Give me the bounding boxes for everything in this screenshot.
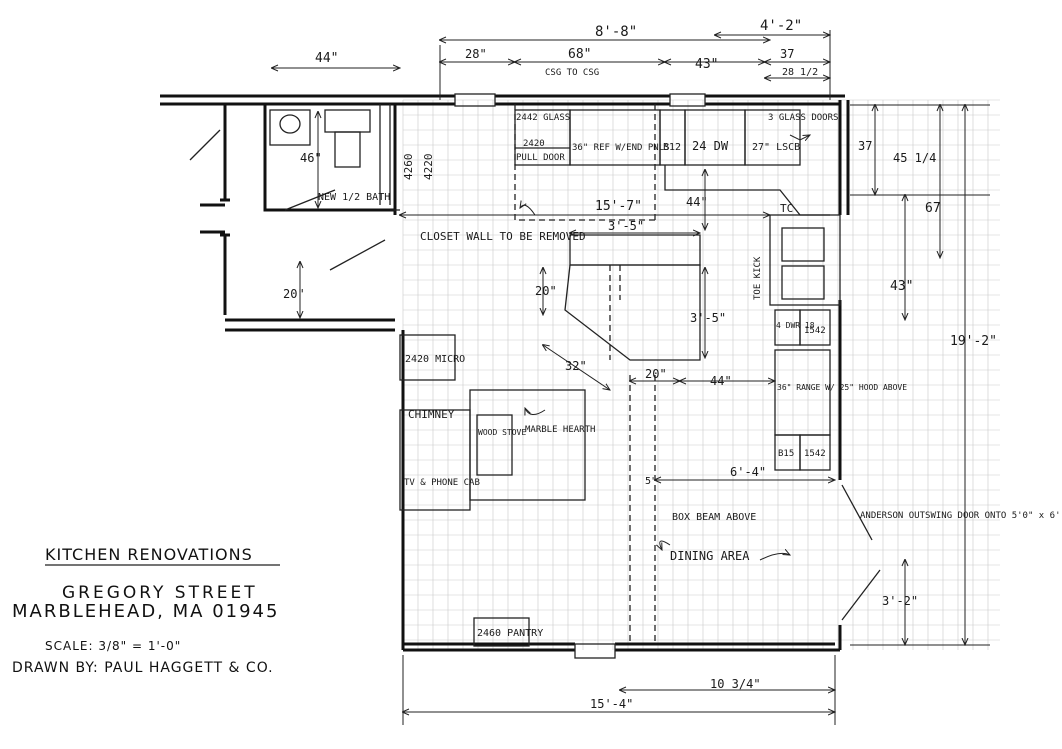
title-block: KITCHEN RENOVATIONS GREGORY STREET MARBL…	[12, 545, 280, 676]
label-1542a: 1542	[804, 326, 826, 336]
label-2420: 2420	[523, 139, 545, 149]
label-b15: B15	[778, 449, 794, 459]
title-name: KITCHEN RENOVATIONS	[45, 545, 253, 564]
dim-3-5-top: 3'-5"	[608, 219, 644, 233]
dim-43-right: 43"	[890, 279, 913, 294]
bath-fixtures	[269, 109, 371, 168]
dim-8-8: 8'-8"	[595, 24, 637, 40]
dim-20-hall: 20"	[283, 287, 305, 301]
dim-6-4: 6'-4"	[730, 465, 766, 479]
doors	[189, 93, 881, 659]
cabinetry	[390, 104, 841, 647]
label-4220: 4220	[422, 154, 435, 181]
dim-44-mid: 44"	[686, 195, 708, 209]
dim-28: 28"	[465, 47, 487, 61]
label-pantry: 2460 PANTRY	[477, 628, 543, 639]
label-4dwr: 4 DWR 18	[776, 321, 815, 330]
label-half-bath: NEW 1/2 BATH	[318, 192, 390, 203]
walls	[160, 94, 850, 652]
label-pull-door: PULL DOOR	[516, 153, 565, 163]
dim-37-right: 37	[858, 139, 872, 153]
label-4260: 4260	[402, 154, 415, 181]
dimension-labels: 8'-8" 4'-2" 44" 28" 68" CSG TO CSG 43" 3…	[283, 18, 997, 711]
label-dining: DINING AREA	[670, 549, 750, 563]
dim-46: 46"	[300, 151, 322, 165]
dim-3-2: 3'-2"	[882, 594, 918, 608]
dim-20-island: 20"	[535, 284, 557, 298]
dim-67: 67	[925, 201, 941, 216]
label-glass: 2442 GLASS	[516, 113, 570, 123]
label-glass-doors: 3 GLASS DOORS	[768, 113, 838, 123]
label-wood-stove: WOOD STOVE	[478, 428, 526, 437]
dim-44-bath: 44"	[315, 51, 338, 66]
label-chimney: CHIMNEY	[408, 408, 455, 421]
dim-csg: CSG TO CSG	[545, 68, 599, 78]
dim-19-2: 19'-2"	[950, 334, 997, 349]
dim-37-top: 37	[780, 47, 794, 61]
dim-32: 32"	[565, 359, 587, 373]
leader-arrows	[520, 135, 810, 561]
label-toe-kick: TOE KICK	[753, 256, 763, 300]
label-dw: 24 DW	[692, 139, 729, 153]
title-street: GREGORY STREET	[62, 583, 258, 603]
label-tv: TV & PHONE CAB	[404, 478, 480, 488]
label-closet: CLOSET WALL TO BE REMOVED	[420, 230, 586, 243]
dim-43-top: 43"	[695, 57, 718, 72]
dim-45-25: 45 1/4	[893, 151, 936, 165]
label-andersen: ANDERSON OUTSWING DOOR ONTO 5'0" x 6'-8"…	[860, 511, 1062, 521]
dim-10-75: 10 3/4"	[710, 677, 761, 691]
dim-5: 5"	[645, 476, 657, 487]
dim-15-7: 15'-7"	[595, 199, 642, 214]
title-scale: SCALE: 3/8" = 1'-0"	[45, 639, 181, 653]
dim-44-low: 44"	[710, 374, 732, 388]
dim-20-low: 20"	[645, 367, 667, 381]
title-drawn-by: DRAWN BY: PAUL HAGGETT & CO.	[12, 660, 274, 676]
dim-4-2: 4'-2"	[760, 18, 802, 34]
label-hearth: MARBLE HEARTH	[525, 425, 595, 435]
label-lscb: 27" LSCB	[752, 142, 800, 153]
label-b12: B12	[663, 142, 681, 153]
dim-28-5: 28 1/2	[782, 67, 818, 78]
dimension-lines	[272, 30, 990, 725]
plan-labels: 2442 GLASS 2420 PULL DOOR 36" REF W/END …	[318, 113, 1062, 639]
label-range: 36" RANGE W/ 25" HOOD ABOVE	[777, 383, 907, 392]
dim-3-5-mid: 3'-5"	[690, 311, 726, 325]
dim-68: 68"	[568, 47, 591, 62]
title-city: MARBLEHEAD, MA 01945	[12, 601, 279, 622]
label-ref: 36" REF W/END PNLS	[572, 143, 670, 153]
label-box-beam: BOX BEAM ABOVE	[672, 512, 756, 523]
label-tc: TC	[780, 202, 793, 215]
graph-grid	[402, 99, 1000, 650]
dim-15-4: 15'-4"	[590, 697, 633, 711]
label-1542b: 1542	[804, 449, 826, 459]
label-micro: 2420 MICRO	[405, 354, 465, 365]
